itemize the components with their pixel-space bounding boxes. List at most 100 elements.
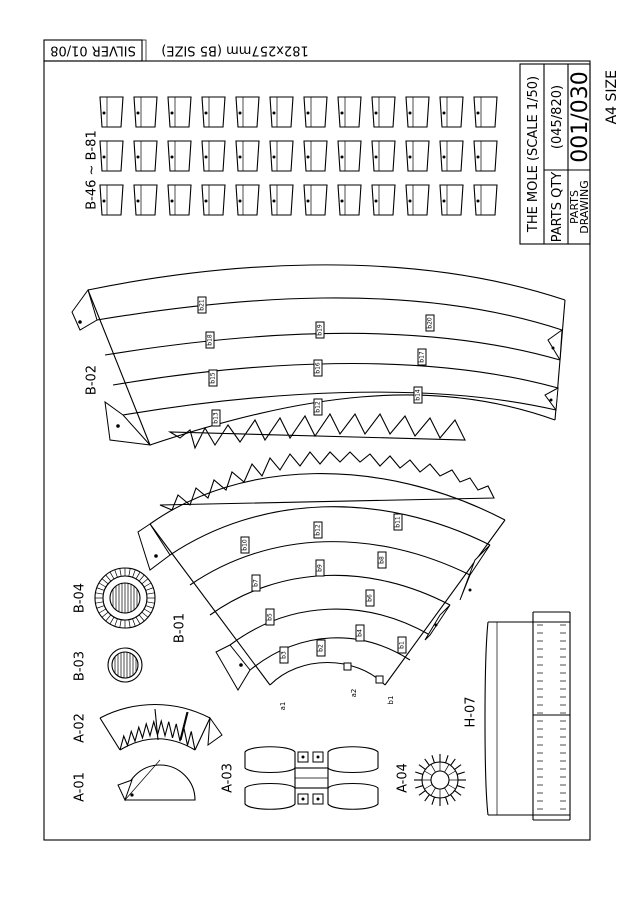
- card-part: [201, 140, 226, 172]
- part-tag: b10: [240, 536, 250, 554]
- svg-text:b2: b2: [318, 644, 325, 652]
- card-part: [167, 184, 192, 216]
- card-part: [337, 96, 362, 128]
- card-part: [167, 96, 192, 128]
- part-tag: b20: [425, 314, 435, 332]
- card-part: [235, 96, 260, 128]
- svg-text:b7: b7: [253, 579, 260, 587]
- svg-text:b10: b10: [242, 539, 249, 551]
- card-part: [405, 140, 430, 172]
- part-tag: b18: [205, 331, 215, 349]
- svg-text:b15: b15: [210, 372, 217, 384]
- part-tag: b1: [397, 636, 407, 654]
- title-model: THE MOLE (SCALE 1/50): [526, 76, 541, 233]
- paper-size-label: A4 SIZE: [604, 70, 620, 124]
- part-b02: [71, 264, 566, 450]
- title-drawing-label-1: PARTS: [568, 190, 581, 224]
- svg-text:b3: b3: [281, 651, 288, 659]
- card-part: [133, 184, 158, 216]
- card-part: [269, 184, 294, 216]
- label-b03: B-03: [73, 651, 88, 681]
- label-b01: B-01: [173, 613, 188, 643]
- part-a04: [414, 754, 466, 806]
- svg-text:b9: b9: [317, 564, 324, 572]
- title-drawing-label-2: DRAWING: [578, 180, 591, 233]
- card-part: [133, 96, 158, 128]
- drawing-frame: [43, 60, 591, 841]
- card-part: [371, 96, 396, 128]
- label-a01: A-01: [73, 772, 88, 802]
- card-part: [303, 184, 328, 216]
- b02-label-tags: b12 b13 b14 b15 b16 b17 b18 b19 b20 b21: [197, 296, 435, 427]
- title-qty-value: (045/820): [550, 85, 565, 149]
- svg-text:b12: b12: [315, 401, 322, 413]
- label-b04: B-04: [73, 583, 88, 613]
- label-a02: A-02: [73, 713, 88, 743]
- card-part: [473, 184, 498, 216]
- part-tag: b3: [279, 646, 289, 664]
- point-label: a1: [279, 702, 287, 711]
- svg-text:b19: b19: [317, 324, 324, 336]
- part-tag: b12: [313, 398, 323, 416]
- header-format: 182x257mm (B5 SIZE): [161, 43, 308, 58]
- card-part: [99, 140, 124, 172]
- card-part: [201, 96, 226, 128]
- part-tag: b13: [211, 409, 221, 427]
- card-part: [439, 184, 464, 216]
- svg-text:b4: b4: [357, 629, 364, 637]
- card-part: [201, 184, 226, 216]
- part-tag: b12: [313, 521, 323, 539]
- card-part: [473, 96, 498, 128]
- svg-text:b21: b21: [199, 299, 206, 311]
- label-b46-b81: B-46 ~ B-81: [85, 130, 100, 209]
- card-part: [99, 96, 124, 128]
- card-grid-b46-b81: [99, 96, 498, 216]
- card-part: [133, 140, 158, 172]
- part-tag: b17: [417, 348, 427, 366]
- label-b02: B-02: [85, 365, 100, 395]
- title-block: THE MOLE (SCALE 1/50) PARTS QTY (045/820…: [519, 63, 593, 245]
- card-part: [337, 184, 362, 216]
- card-part: [473, 140, 498, 172]
- part-tag: b8: [377, 551, 387, 569]
- label-a04: A-04: [396, 763, 411, 793]
- card-part: [371, 184, 396, 216]
- card-part: [439, 140, 464, 172]
- title-qty-label: PARTS QTY: [550, 172, 565, 242]
- part-b04: [94, 567, 156, 629]
- svg-text:b1: b1: [399, 641, 406, 649]
- part-a02: [99, 704, 223, 751]
- part-tag: b14: [413, 386, 423, 404]
- svg-text:b5: b5: [267, 613, 274, 621]
- title-drawing-value: 001/030: [568, 71, 593, 162]
- card-part: [167, 140, 192, 172]
- point-label: b1: [387, 696, 395, 705]
- card-part: [303, 140, 328, 172]
- header-strip: SILVER 01/08 182x257mm (B5 SIZE): [43, 39, 309, 62]
- part-tag: b16: [313, 359, 323, 377]
- part-b03: [107, 647, 143, 683]
- part-tag: b5: [265, 608, 275, 626]
- part-tag: b19: [315, 321, 325, 339]
- card-part: [269, 140, 294, 172]
- part-a03: [244, 746, 379, 810]
- svg-text:b20: b20: [427, 317, 434, 329]
- card-part: [303, 96, 328, 128]
- card-part: [235, 140, 260, 172]
- header-edition: SILVER 01/08: [50, 43, 136, 58]
- svg-text:b16: b16: [315, 362, 322, 374]
- part-tag: b6: [365, 589, 375, 607]
- card-part: [269, 96, 294, 128]
- svg-text:b17: b17: [419, 351, 426, 363]
- svg-text:b18: b18: [207, 334, 214, 346]
- card-part: [99, 184, 124, 216]
- part-tag: b15: [208, 369, 218, 387]
- card-part: [405, 96, 430, 128]
- part-b01: [137, 451, 506, 691]
- part-tag: b4: [355, 624, 365, 642]
- part-a01: [117, 759, 196, 802]
- card-part: [371, 140, 396, 172]
